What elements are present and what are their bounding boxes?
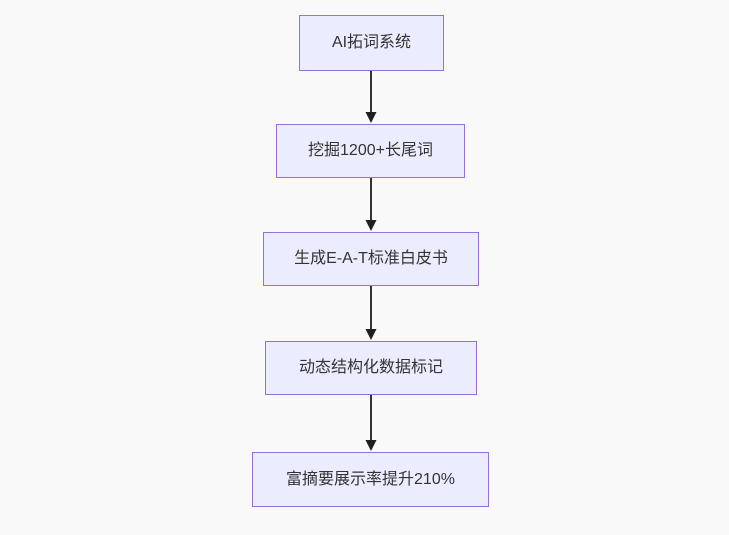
flow-arrow-2 [365,178,377,231]
flow-arrow-3 [365,286,377,340]
flow-node-generate-eat-whitepaper: 生成E-A-T标准白皮书 [263,232,479,286]
flow-arrow-1 [365,71,377,123]
flow-arrow-4 [365,395,377,451]
flow-node-dynamic-structured-data: 动态结构化数据标记 [265,341,477,395]
flow-node-mine-longtail-keywords: 挖掘1200+长尾词 [276,124,465,178]
flow-node-ai-keyword-system: AI拓词系统 [299,15,444,71]
flow-node-rich-snippet-rate: 富摘要展示率提升210% [252,452,489,507]
